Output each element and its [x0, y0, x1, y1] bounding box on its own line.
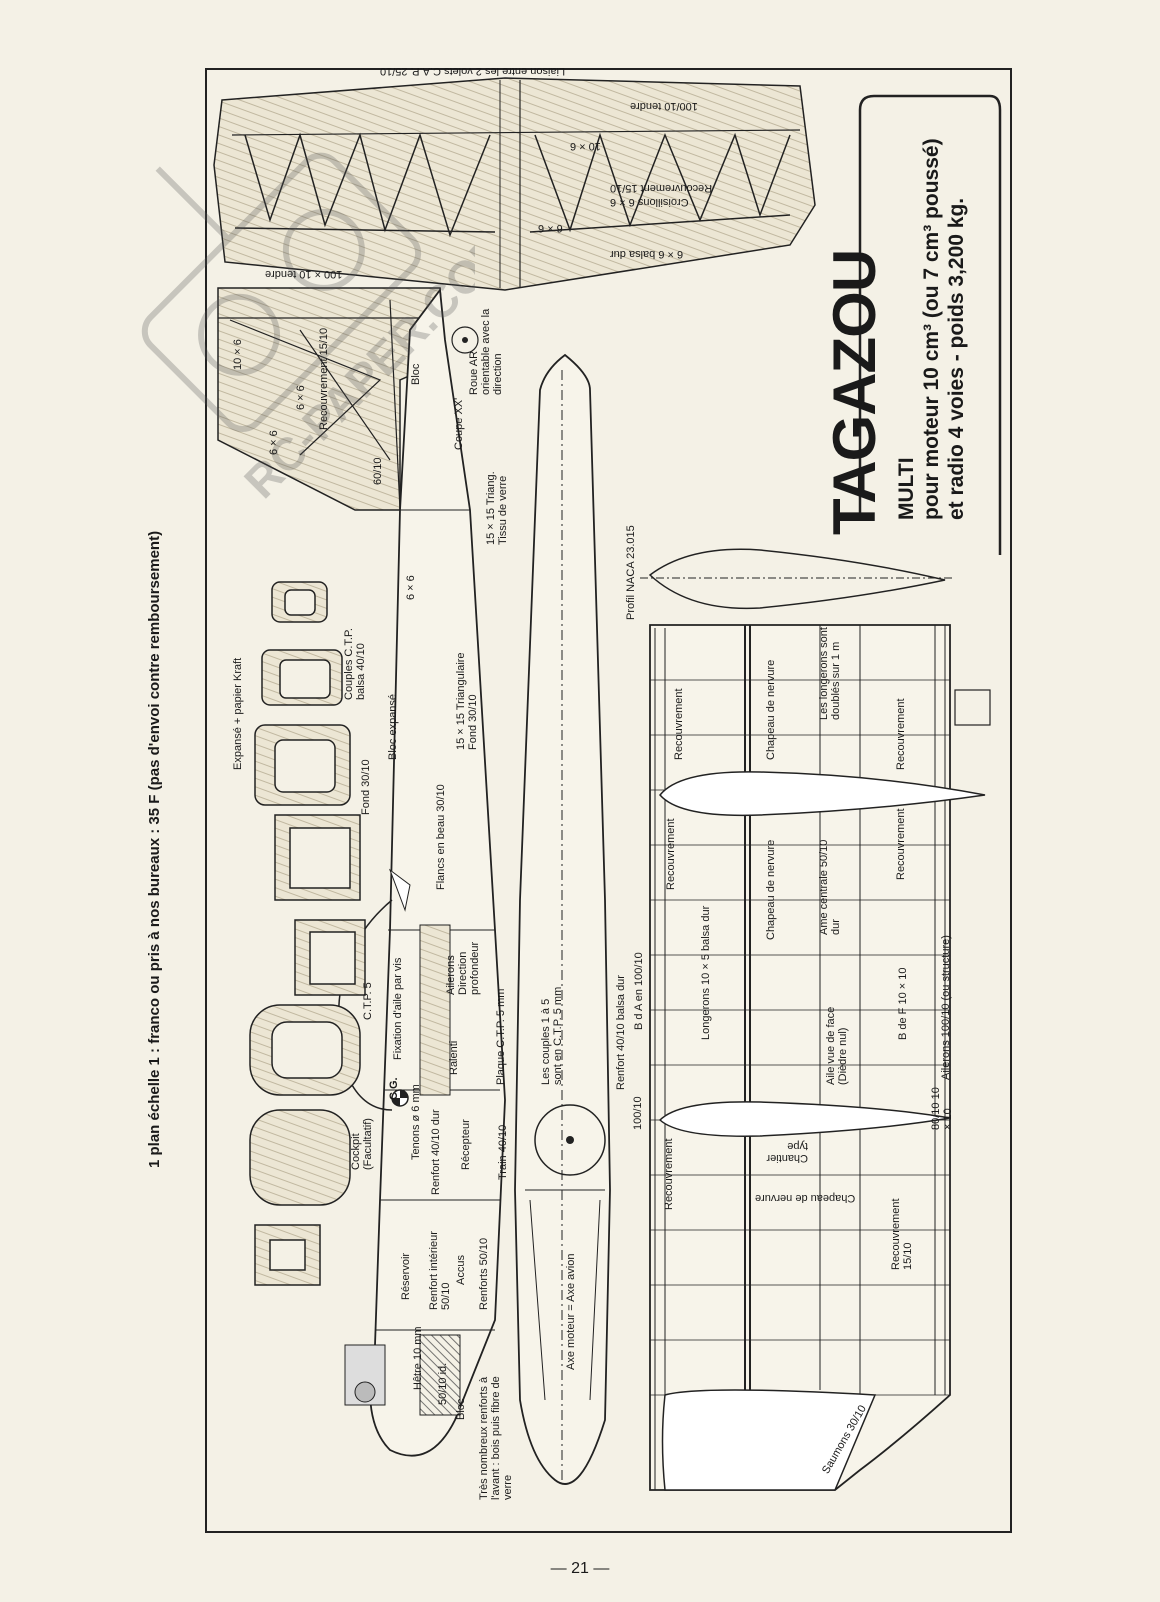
label-accus: Accus: [455, 1255, 467, 1285]
label-chapeau-3: Chapeau de nervure: [755, 1192, 856, 1204]
fuselage-side-drawing: [337, 287, 506, 1457]
label-recouvrement-1510: Recouvrement 15/10: [890, 1198, 914, 1270]
label-profil: Profil NACA 23.015: [625, 525, 637, 620]
label-liaison: Liaison entre les 2 volets C.A.P. 25/10: [380, 65, 566, 77]
label-six-by-six-b: 6 × 6: [538, 222, 563, 234]
label-longerons: Longerons 10 × 5 balsa dur: [700, 905, 712, 1040]
title-line3: et radio 4 voies - poids 3,200 kg.: [945, 197, 968, 520]
label-fixation: Fixation d'aile par vis: [392, 957, 404, 1060]
label-renfort: Renfort 40/10 balsa dur: [615, 975, 627, 1090]
label-roue: Roue AR orientable avec la direction: [468, 308, 504, 395]
label-longerons-doubles: Les longerons sont doublés sur 1 m: [818, 627, 842, 720]
label-renfort-int: Renfort intérieur 50/10: [428, 1231, 452, 1310]
label-train: Train 40/10: [497, 1124, 509, 1180]
label-recouvrement-2: Recouvrement: [673, 688, 685, 760]
label-bdf: B de F 10 × 10: [897, 967, 909, 1040]
bulkheads-drawing: [249, 581, 366, 1286]
fuselage-top-drawing: [514, 353, 611, 1485]
label-cent: 100/10: [632, 1096, 644, 1130]
label-recouvrement-3: Recouvrement: [895, 698, 907, 770]
label-coupe: Coupe XX': [453, 397, 465, 450]
label-bloc: Bloc: [410, 363, 422, 385]
label-bda: B d A en 100/10: [633, 952, 645, 1030]
wing-plan-drawing: [649, 624, 991, 1491]
label-nombreux: Très nombreux renforts à l'avant : bois …: [478, 1376, 514, 1500]
stabilizer-drawing: [213, 77, 816, 291]
label-expanse: Expansé + papier Kraft: [232, 657, 244, 770]
label-ailerons-wing: Ailerons 100/10 (ou structure): [940, 935, 952, 1080]
label-chantier: Chantier type: [766, 1140, 808, 1164]
label-ailerons-dir: Ailerons Direction profondeur: [445, 941, 481, 995]
label-croisillons: Croisillons 6 × 6: [610, 196, 689, 208]
plan-frame: [205, 68, 1012, 1533]
label-six-by-six-a: 10 × 6: [570, 140, 601, 152]
label-renforts: Renforts 50/10: [478, 1237, 490, 1310]
label-fin-6010: 60/10: [372, 457, 384, 485]
label-couples-ctp: Les couples 1 à 5 sont en C.T.P. 5 mm: [540, 986, 564, 1085]
label-renfort4010: Renfort 40/10 dur: [430, 1109, 442, 1195]
label-tendre-bottom: 100 × 10 tendre: [265, 268, 343, 280]
label-recepteur: Récepteur: [460, 1119, 472, 1170]
title-line2: pour moteur 10 cm³ (ou 7 cm³ poussé): [920, 138, 943, 520]
label-fin-10x6: 10 × 6: [232, 339, 244, 370]
title-box: [858, 94, 1002, 555]
label-balsa-dur: 6 × 6 balsa dur: [610, 248, 684, 260]
label-ctp5: C.T.P. 5: [362, 982, 374, 1020]
title-name: TAGAZOU: [821, 249, 888, 535]
label-cg: C.G.: [388, 1077, 400, 1100]
label-flancs: Flancs en beau 30/10: [435, 784, 447, 890]
label-id: 50/10 id.: [437, 1362, 449, 1405]
label-triangulaire: 15 × 15 Triangulaire Fond 30/10: [455, 652, 479, 750]
label-chapeau-1: Chapeau de nervure: [765, 659, 777, 760]
label-axe: Axe moteur = Axe avion: [565, 1253, 577, 1370]
label-ralenti: Ralenti: [448, 1040, 460, 1075]
label-couples: Couples C.T.P. balsa 40/10: [343, 628, 367, 700]
label-bloc-expanse: Bloc expansé: [387, 693, 399, 760]
label-quatre-vingt: 80/10 10 × 10: [930, 1087, 954, 1130]
label-hetre: Hêtre 10 mm: [412, 1326, 424, 1390]
label-plaque: Plaque C.T.P. 5 mm: [495, 988, 507, 1085]
label-tendre-top: 100/10 tendre: [630, 100, 698, 112]
label-ame: Ame centrale 50/10 dur: [818, 839, 842, 935]
label-chapeau-2: Chapeau de nervure: [765, 839, 777, 940]
label-triang: 15 × 15 Triang. Tissu de verre: [485, 471, 509, 545]
label-recouvrement-tail: Recouvrement 15/10: [610, 182, 713, 194]
label-reservoir: Réservoir: [400, 1252, 412, 1300]
label-bloc2: Bloc: [455, 1398, 467, 1420]
label-aile-face: Aile vue de face (Dièdre nul): [825, 1006, 849, 1085]
label-fin-recouvrement: Recouvrement 15/10: [318, 327, 330, 430]
label-recouvrement-5: Recouvrement: [663, 1138, 675, 1210]
title-line1: MULTI: [895, 457, 918, 520]
label-recouvrement-4: Recouvrement: [895, 808, 907, 880]
label-fin-6x6-b: 6 × 6: [268, 430, 280, 455]
label-six: 6 × 6: [405, 575, 417, 600]
label-fin-6x6: 6 × 6: [295, 385, 307, 410]
page-number: — 21 —: [550, 1560, 610, 1577]
label-cockpit: Cockpit (Facultatif): [350, 1118, 374, 1170]
airfoil-profile-drawing: [640, 548, 955, 610]
label-fond: Fond 30/10: [360, 759, 372, 815]
label-tenons: Tenons ø 6 mm: [410, 1084, 422, 1160]
label-recouvrement-1: Recouvrement: [665, 818, 677, 890]
